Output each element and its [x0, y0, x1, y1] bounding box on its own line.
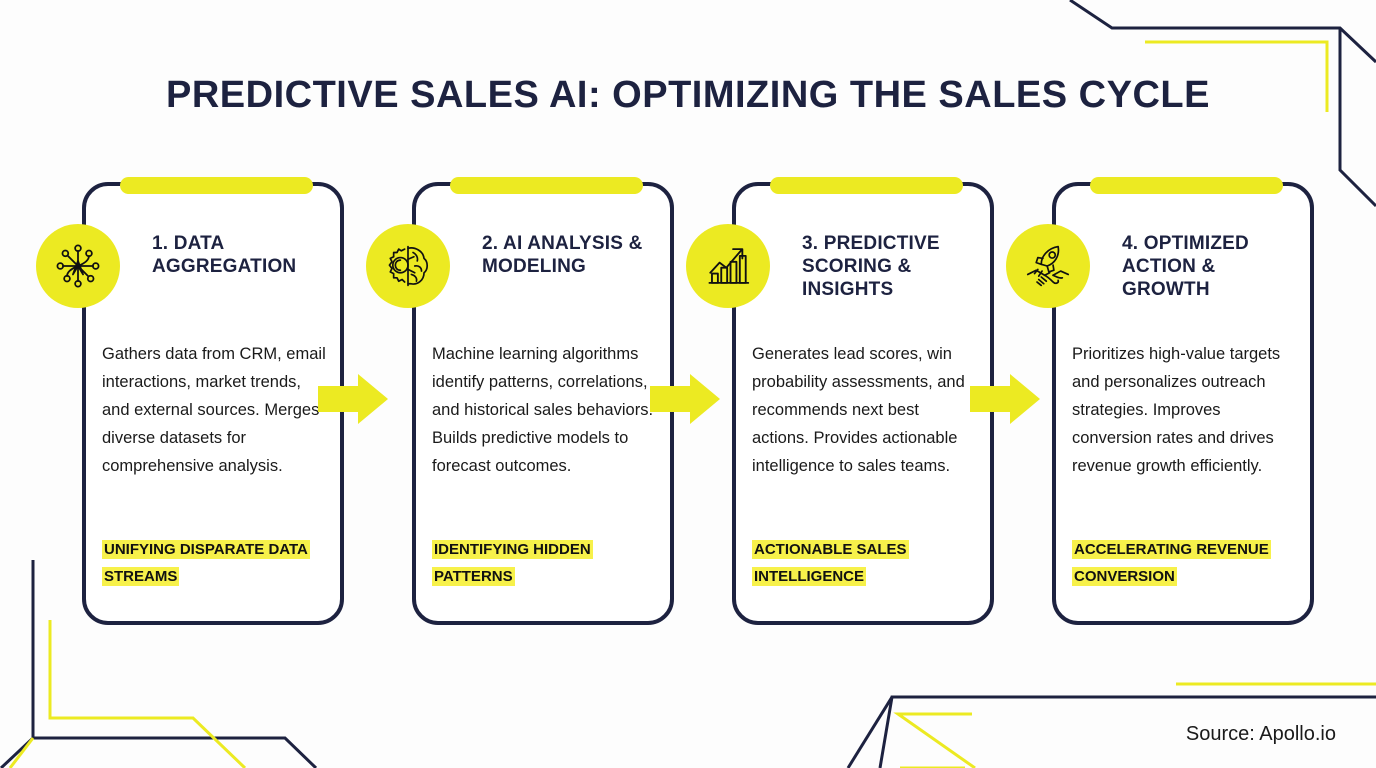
- card-top-tab: [770, 177, 963, 194]
- card-heading: 4. OPTIMIZED ACTION & GROWTH: [1122, 233, 1249, 301]
- source-attribution: Source: Apollo.io: [1185, 723, 1336, 745]
- step-card-2[interactable]: 2. AI ANALYSIS & MODELING Machine learni…: [366, 177, 674, 625]
- flow-arrow-1: [318, 374, 388, 424]
- flow-arrow-3: [970, 374, 1040, 424]
- step-card-3[interactable]: 3. PREDICTIVE SCORING & INSIGHTS Generat…: [686, 177, 994, 625]
- rocket-handshake-icon: [1006, 224, 1090, 308]
- card-caption: ACTIONABLE SALES INTELLIGENCE: [752, 539, 909, 587]
- card-body-text: Machine learning algorithms identify pat…: [432, 345, 654, 475]
- card-top-tab: [1090, 177, 1283, 194]
- gear-brain-icon: [366, 224, 450, 308]
- growth-bar-chart-icon: [686, 224, 770, 308]
- card-caption: IDENTIFYING HIDDEN PATTERNS: [432, 539, 593, 587]
- page-title: PREDICTIVE SALES AI: OPTIMIZING THE SALE…: [166, 74, 1210, 116]
- card-heading: 3. PREDICTIVE SCORING & INSIGHTS: [802, 233, 940, 301]
- card-body-text: Generates lead scores, win probability a…: [752, 345, 965, 475]
- card-body-text: Prioritizes high-value targets and perso…: [1072, 345, 1281, 475]
- flow-arrow-2: [650, 374, 720, 424]
- card-top-tab: [450, 177, 643, 194]
- card-caption: ACCELERATING REVENUE CONVERSION: [1072, 539, 1271, 587]
- step-card-4[interactable]: 4. OPTIMIZED ACTION & GROWTH Prioritizes…: [1006, 177, 1314, 625]
- card-caption: UNIFYING DISPARATE DATA STREAMS: [102, 539, 310, 587]
- card-top-tab: [120, 177, 313, 194]
- card-body-text: Gathers data from CRM, email interaction…: [102, 345, 326, 475]
- step-card-1[interactable]: 1. DATA AGGREGATION Gathers data from CR…: [36, 177, 344, 625]
- card-heading: 1. DATA AGGREGATION: [152, 233, 297, 278]
- network-nodes-icon: [36, 224, 120, 308]
- card-heading: 2. AI ANALYSIS & MODELING: [482, 233, 643, 278]
